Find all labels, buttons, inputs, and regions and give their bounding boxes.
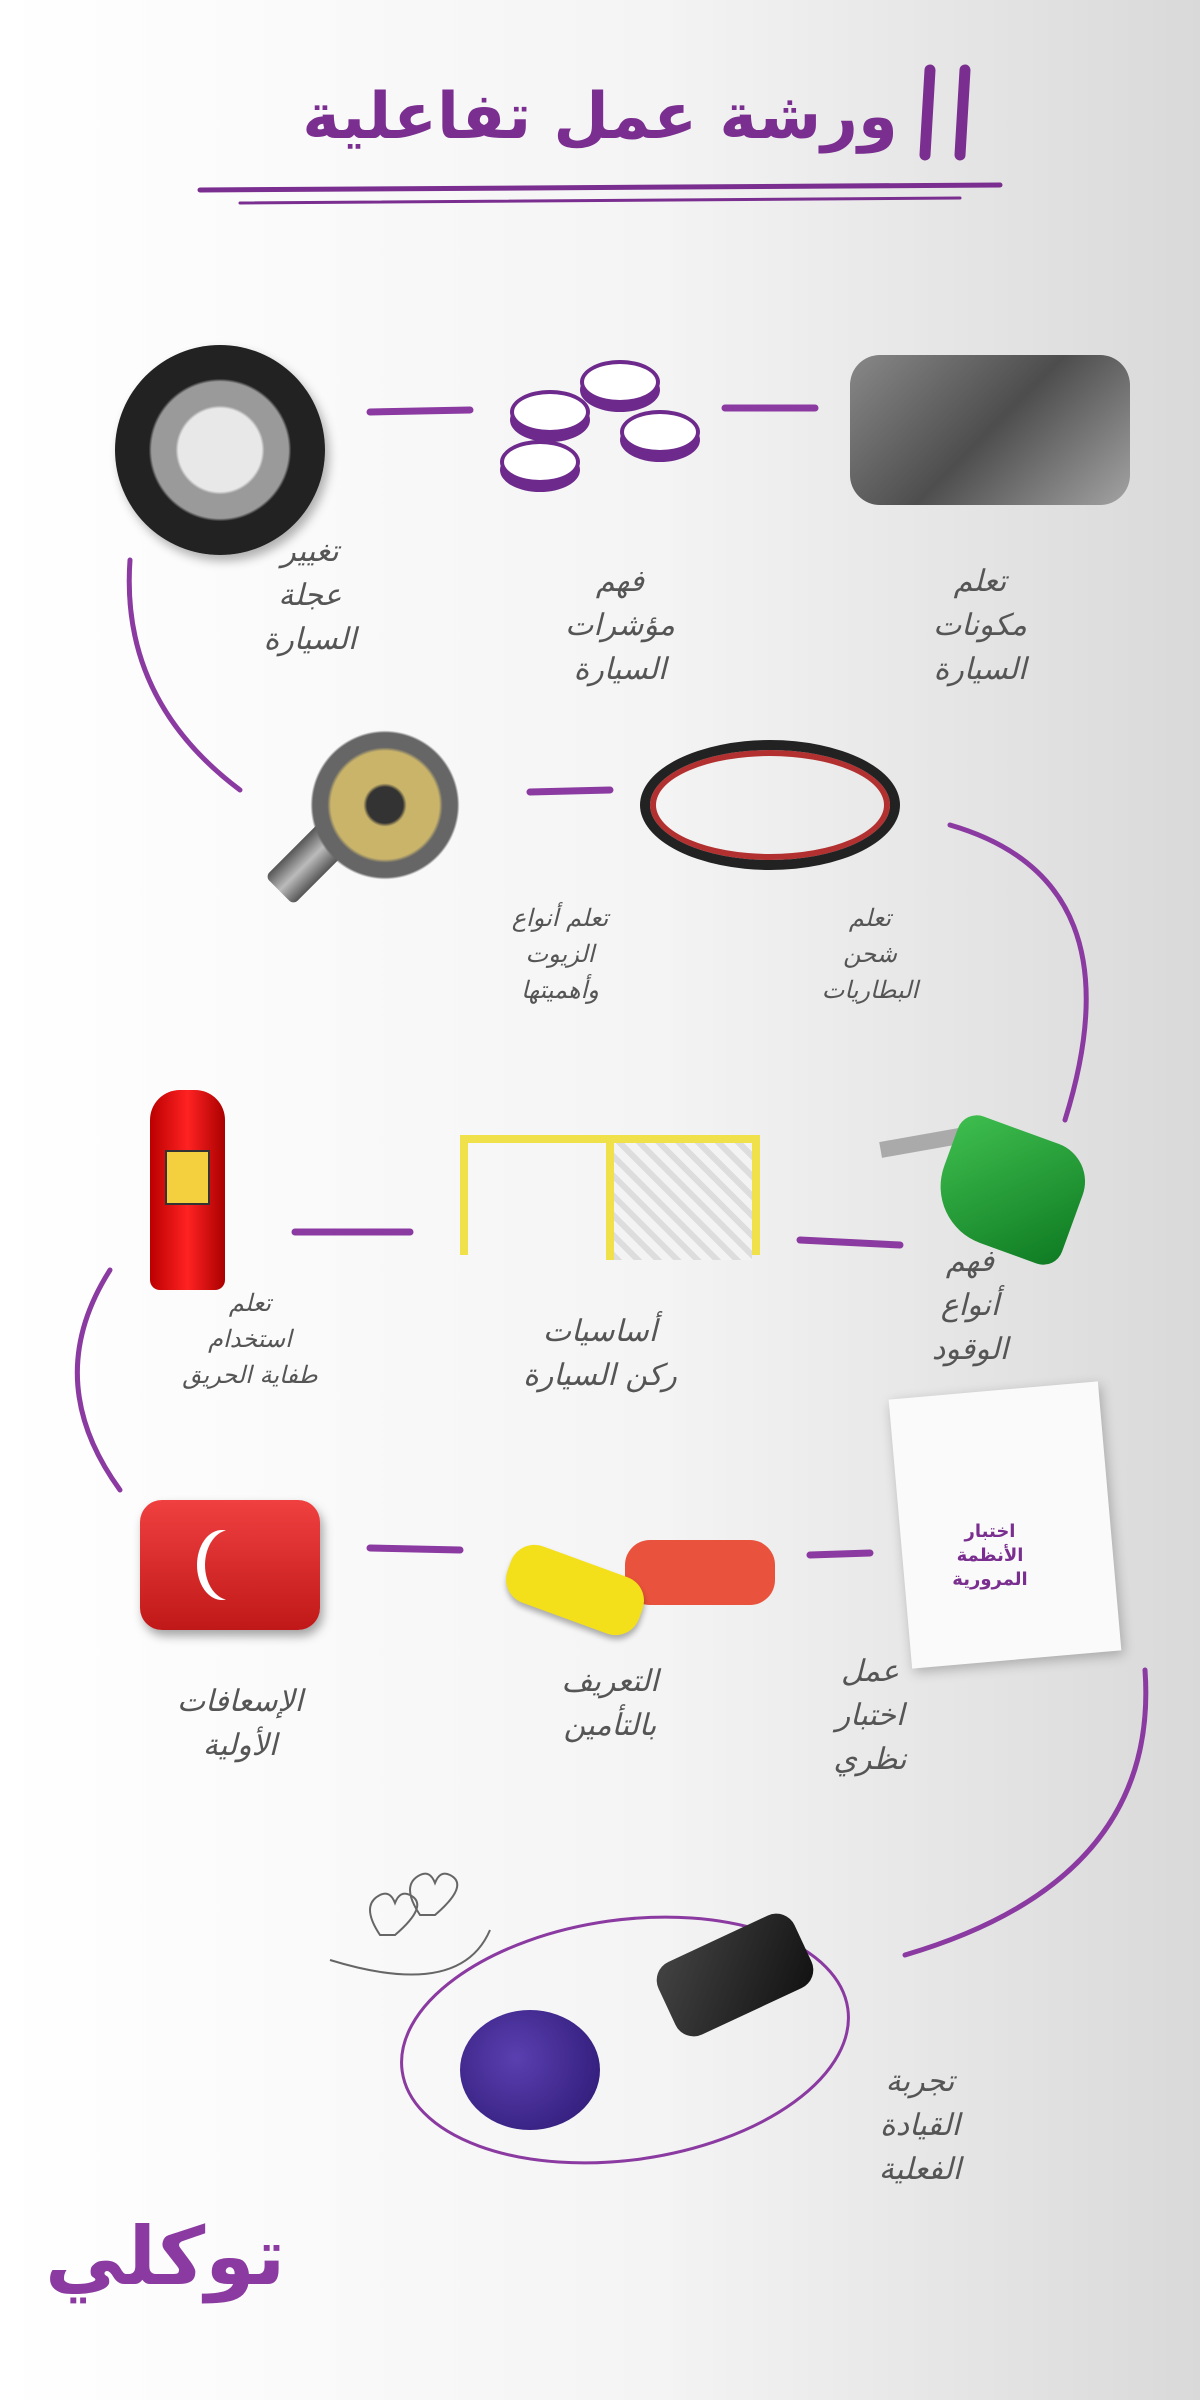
step-label-first-aid: الإسعافات الأولية	[177, 1684, 303, 1763]
parking-divider	[606, 1140, 614, 1260]
step-label-car-indicators: فهم مؤشرات السيارة	[565, 564, 675, 687]
clipboard-text: اختبار الأنظمة المرورية	[952, 1521, 1028, 1590]
step-label-parking-basics: أساسيات ركن السيارة	[523, 1314, 677, 1393]
first-aid-kit-icon	[140, 1500, 320, 1630]
step-label-driving-experience: تجربة القيادة الفعلية	[878, 2064, 962, 2187]
keychain-pompom	[460, 2010, 600, 2130]
brand-logo: توكلي	[45, 2210, 286, 2303]
engine-parts-icon	[850, 355, 1130, 505]
step-label-battery-charging: تعلم شحن البطاريات	[821, 904, 919, 1004]
parking-spot-icon	[460, 1135, 760, 1255]
step-label-change-tire: تغيير عجلة السيارة	[263, 534, 357, 657]
tire-icon	[115, 345, 325, 555]
step-label-fire-extinguisher: تعلم استخدام طفاية الحريق	[182, 1289, 318, 1389]
crescent-icon	[205, 1530, 255, 1600]
step-label-fuel-types: فهم أنواع الوقود	[931, 1244, 1009, 1367]
oil-gear-disc	[300, 720, 470, 890]
extinguisher-label	[165, 1150, 210, 1205]
step-label-car-components: تعلم مكونات السيارة	[933, 564, 1027, 687]
hearts-doodle	[329, 1872, 491, 1976]
step-label-theory-test: عمل اختبار نظري	[833, 1654, 907, 1777]
step-label-oil-types: تعلم أنواع الزيوت وأهميتها	[511, 904, 609, 1004]
jumper-cables-icon	[640, 740, 900, 870]
car-crash-icon	[625, 1540, 775, 1605]
step-label-insurance: التعريف بالتأمين	[561, 1664, 659, 1743]
parking-hatch	[614, 1143, 752, 1260]
dashboard-indicators-icon	[490, 360, 710, 500]
page-title: ورشة عمل تفاعلية	[302, 80, 898, 154]
